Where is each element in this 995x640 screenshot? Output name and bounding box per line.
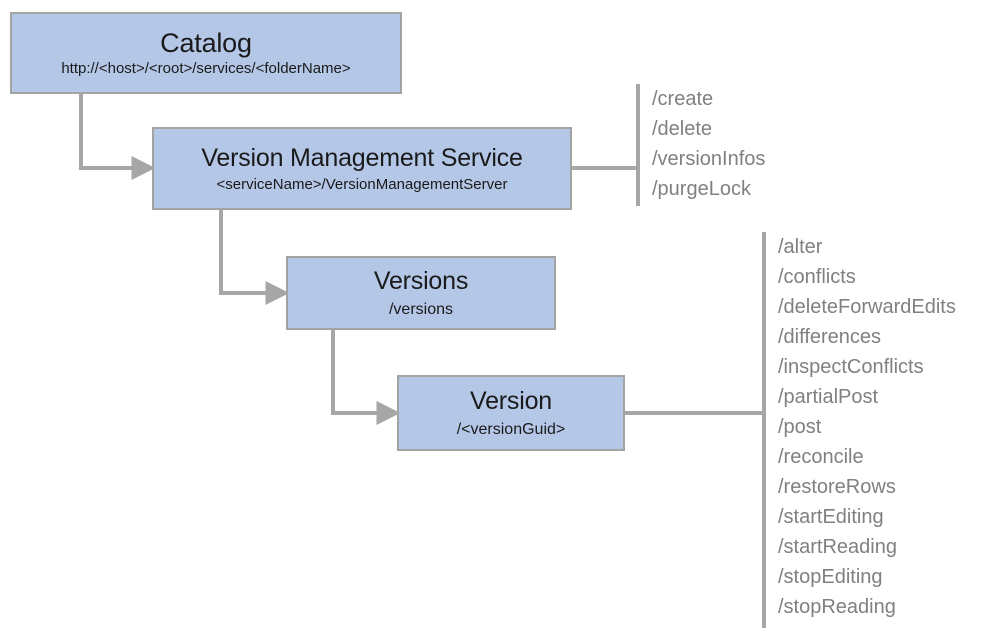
endpoint-list-version-operations: /alter/conflicts/deleteForwardEdits/diff… bbox=[766, 232, 956, 628]
endpoint-item[interactable]: /inspectConflicts bbox=[778, 356, 924, 378]
endpoint-item[interactable]: /partialPost bbox=[778, 386, 879, 408]
endpoint-item[interactable]: /startReading bbox=[778, 536, 897, 558]
endpoint-item[interactable]: /alter bbox=[778, 236, 823, 258]
endpoint-item[interactable]: /restoreRows bbox=[778, 476, 896, 498]
endpoint-item[interactable]: /deleteForwardEdits bbox=[778, 296, 956, 318]
endpoint-item[interactable]: /delete bbox=[652, 118, 713, 140]
endpoint-list-service-operations: /create/delete/versionInfos/purgeLock bbox=[640, 84, 765, 206]
endpoint-rule bbox=[636, 84, 640, 206]
node-version-management-service-title: Version Management Service bbox=[201, 143, 523, 172]
endpoint-item[interactable]: /reconcile bbox=[778, 446, 864, 468]
endpoint-group-service-operations: /create/delete/versionInfos/purgeLock bbox=[636, 84, 765, 206]
endpoint-item[interactable]: /post bbox=[778, 416, 822, 438]
connector-service-to-versions bbox=[219, 210, 290, 305]
endpoint-item[interactable]: /create bbox=[652, 88, 714, 110]
node-versions[interactable]: Versions /versions bbox=[286, 256, 556, 330]
node-version-path: /<versionGuid> bbox=[456, 421, 566, 438]
endpoint-group-version-operations: /alter/conflicts/deleteForwardEdits/diff… bbox=[762, 232, 956, 628]
endpoint-rule bbox=[762, 232, 766, 628]
endpoint-item[interactable]: /stopEditing bbox=[778, 566, 883, 588]
node-version-title: Version bbox=[470, 387, 552, 415]
connector-catalog-to-service bbox=[79, 94, 156, 180]
endpoint-item[interactable]: /conflicts bbox=[778, 266, 856, 288]
node-version[interactable]: Version /<versionGuid> bbox=[397, 375, 625, 451]
node-versions-path: /versions bbox=[388, 301, 454, 318]
connector-versions-to-version bbox=[331, 330, 401, 425]
node-version-management-service[interactable]: Version Management Service <serviceName>… bbox=[152, 127, 572, 210]
endpoint-item[interactable]: /stopReading bbox=[778, 596, 896, 618]
node-catalog-path: http://<host>/<root>/services/<folderNam… bbox=[61, 59, 351, 77]
endpoint-item[interactable]: /startEditing bbox=[778, 506, 884, 528]
node-catalog[interactable]: Catalog http://<host>/<root>/services/<f… bbox=[10, 12, 402, 94]
node-catalog-title: Catalog bbox=[160, 27, 252, 58]
endpoint-item[interactable]: /versionInfos bbox=[652, 148, 766, 170]
node-versions-title: Versions bbox=[373, 267, 469, 295]
endpoint-item[interactable]: /differences bbox=[778, 326, 882, 348]
endpoint-item[interactable]: /purgeLock bbox=[652, 178, 751, 200]
node-version-management-service-path: <serviceName>/VersionManagementServer bbox=[216, 175, 508, 193]
